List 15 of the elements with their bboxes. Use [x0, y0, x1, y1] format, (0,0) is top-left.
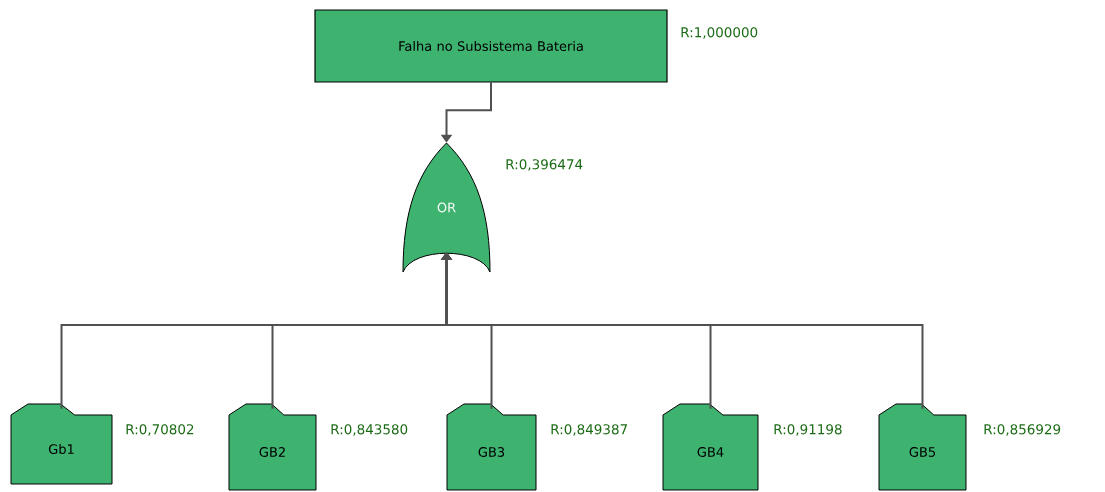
reliability-label: R:0,856929	[984, 424, 1061, 436]
basic-event-box: GB5	[878, 403, 967, 491]
basic-event-box: GB2	[228, 403, 317, 491]
event-box: Falha no Subsistema Bateria	[314, 9, 668, 83]
basic-event-box: Gb1	[10, 403, 113, 485]
basic-event-box: GB4	[662, 403, 759, 491]
reliability-label: R:1,000000	[681, 27, 758, 39]
basic-event-box: GB3	[446, 403, 537, 491]
reliability-label: R:0,70802	[126, 424, 194, 436]
reliability-label: R:0,91198	[774, 424, 842, 436]
arrow	[440, 252, 924, 410]
reliability-label: R:0,843580	[331, 424, 408, 436]
reliability-label: R:0,396474	[506, 159, 583, 171]
or-gate: OR	[402, 142, 491, 273]
reliability-label: R:0,849387	[551, 424, 627, 436]
